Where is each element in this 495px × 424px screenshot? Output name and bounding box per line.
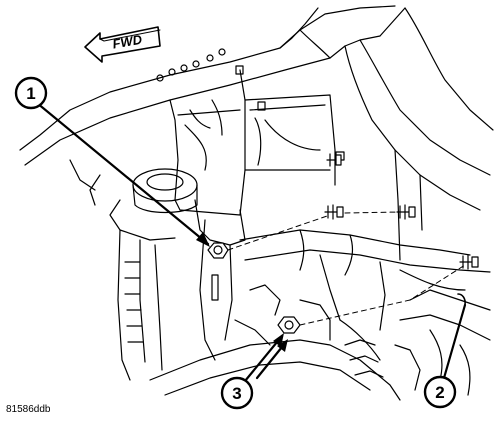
callout-2-label: 2 bbox=[435, 383, 444, 402]
alignment-lines bbox=[227, 211, 466, 326]
callout-1-label: 1 bbox=[26, 84, 35, 103]
nut-callout-1 bbox=[207, 242, 229, 259]
figure-id: 81586ddb bbox=[6, 404, 51, 415]
stud-2 bbox=[396, 204, 416, 220]
fwd-label: FWD bbox=[111, 32, 143, 52]
body-structure-lines bbox=[19, 5, 494, 401]
fwd-direction-arrow bbox=[84, 26, 161, 63]
stud-3 bbox=[459, 254, 479, 270]
callout-1: 1 bbox=[14, 76, 48, 110]
callout-3-label: 3 bbox=[232, 384, 241, 403]
callout-3: 3 bbox=[220, 376, 254, 410]
stud-4 bbox=[326, 153, 342, 167]
nut-callout-3 bbox=[277, 316, 301, 334]
callout-leaders bbox=[35, 101, 467, 383]
stud-1 bbox=[324, 204, 344, 220]
fasteners bbox=[207, 153, 479, 334]
callout-2: 2 bbox=[423, 375, 457, 409]
